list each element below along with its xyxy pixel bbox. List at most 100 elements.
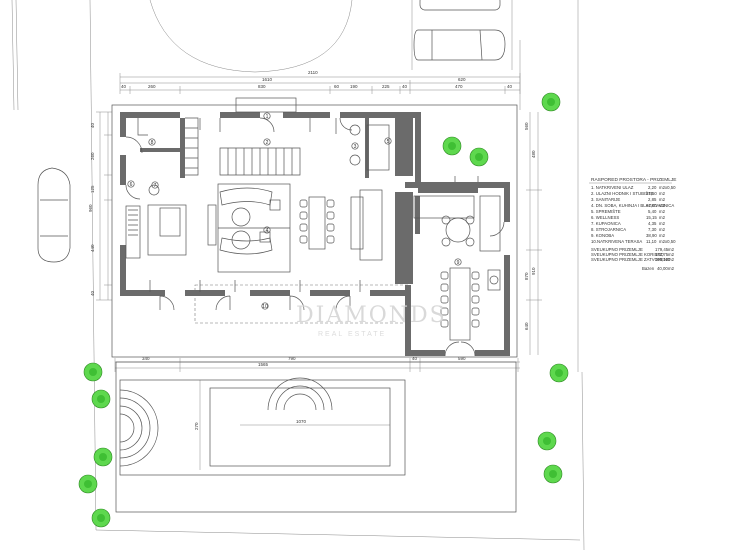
dim-bottom-row: 40 [412, 356, 418, 361]
walls [120, 112, 510, 356]
legend-total-value: 179,45 [655, 247, 669, 252]
tree-icon [543, 464, 563, 484]
dim-left: 125 [90, 185, 95, 193]
dimension-labels: 2110 1610 620 40 260 830 190 225 40 470 … [88, 70, 536, 430]
legend-room-label: 7. KUPAONICA [591, 221, 621, 226]
legend-room-unit: m2 [659, 215, 666, 220]
legend-room-unit: m2 [659, 239, 666, 244]
legend-room-label: 8. STROJARNICA [591, 227, 626, 232]
dim-top-mid: 1610 [262, 77, 273, 82]
dim-top-right: 620 [458, 77, 466, 82]
dim-top-row: 260 [148, 84, 156, 89]
legend-room-value: 38,90 [646, 233, 657, 238]
watermark-subtitle: REAL ESTATE [318, 331, 386, 338]
car-left [37, 167, 71, 263]
tree-icon [93, 447, 113, 467]
lot-line [115, 361, 517, 513]
legend-room-value: 5,40 [648, 209, 657, 214]
dim-right: 560 [524, 122, 529, 130]
dimension-lines [96, 73, 542, 470]
legend-room-unit: m2 [659, 197, 666, 202]
legend-room-unit: m2 [659, 203, 666, 208]
dim-bottom-row: 590 [458, 356, 466, 361]
tree-icon [83, 362, 103, 382]
legend-room-unit: m2 [659, 227, 666, 232]
dim-pool-width: 1070 [296, 419, 307, 424]
door-swings [125, 117, 505, 357]
outer-wall-outline [111, 104, 518, 358]
legend-title: RASPORED PROSTORA - PRIZEMLJE [591, 177, 676, 183]
legend-room-value: 24,50 [646, 191, 657, 196]
legend-room-value: 11,10 [646, 239, 657, 244]
car-top-right-1 [419, 0, 501, 11]
dim-left: 40 [90, 290, 95, 296]
tree-icon [78, 474, 98, 494]
dim-bottom-row: 790 [288, 356, 296, 361]
legend-total-unit: m2 [668, 257, 675, 262]
legend-room-unit: m2 [659, 191, 666, 196]
room-markers: 1 2 3 4 5 6 7 8 9 10 [127, 112, 462, 310]
legend-room-value: 2,85 [648, 197, 657, 202]
tree-icon [469, 147, 489, 167]
dim-top-row: 40 [507, 84, 513, 89]
room-number: 2 [266, 140, 269, 146]
pool-inner [209, 387, 391, 467]
terrace-outline [194, 284, 411, 324]
tree-icon [442, 136, 462, 156]
dim-top-row: 40 [402, 84, 408, 89]
room-number: 5 [387, 139, 390, 145]
room-number: 7 [154, 183, 157, 189]
legend-total-label: SVEUKUPNO PRIZEMLJE KORISNO [591, 252, 664, 257]
legend-room-value: 67,80 [646, 203, 657, 208]
dim-top-total: 2110 [308, 70, 318, 75]
legend-room-unit: m2 [659, 221, 666, 226]
dim-top-window: 60 [334, 84, 340, 89]
car-top-right-2 [413, 29, 506, 61]
chairs [299, 199, 480, 328]
site-context [11, 0, 585, 550]
legend-room-note: x0,50 [665, 239, 676, 244]
dim-left: 440 [90, 244, 95, 252]
legend-room-label: 6. WELLNESS [591, 215, 619, 220]
dim-right: 910 [531, 267, 536, 275]
dim-top-row: 830 [258, 84, 266, 89]
legend-total-label: SVEUKUPNO PRIZEMLJE [591, 247, 643, 252]
dim-right: 480 [531, 150, 536, 158]
tree-icon [91, 508, 111, 528]
legend-room-note: x0,50 [665, 185, 676, 190]
tree-icon [537, 431, 557, 451]
room-number: 1 [266, 114, 269, 120]
watermark-logo: DIAMONDS [296, 303, 447, 328]
tree-icon [549, 363, 569, 383]
legend-total-value: 166,10 [655, 257, 669, 262]
legend-total-unit: m2 [668, 252, 675, 257]
legend-room-unit: m2 [659, 233, 666, 238]
dim-top-row: 225 [382, 84, 390, 89]
legend-room-label: 2. ULAZNI HODNIK I STUBIŠTE [591, 191, 654, 196]
room-number: 6 [130, 182, 133, 188]
dim-top-row: 190 [350, 84, 358, 89]
dim-right: 640 [524, 322, 529, 330]
dim-bottom-total: 1565 [258, 362, 269, 367]
legend-room-value: 2,20 [648, 185, 657, 190]
legend-room-unit: m2 [659, 185, 666, 190]
pool [119, 379, 406, 476]
dim-top-row: 470 [455, 84, 463, 89]
legend-room-label: 1. NATKRIVENI ULAZ [591, 185, 634, 190]
dim-bottom-row: 340 [142, 356, 150, 361]
room-number: 8 [151, 140, 154, 146]
garden-steps [119, 389, 159, 467]
legend-room-label: 3. SANITARIJE [591, 197, 620, 202]
legend-total-value: 172,75 [655, 252, 669, 257]
room-number: 9 [457, 260, 460, 266]
legend-room-label: 4. DN. SOBA, KUHINJA I BLAGOVAONICA [591, 203, 674, 208]
room-legend: RASPORED PROSTORA - PRIZEMLJE 1. NATKRIV… [589, 177, 676, 271]
legend-pool-label: Bazen [642, 266, 655, 271]
dim-left: 260 [90, 152, 95, 160]
legend-total-label: SVEUKUPNO PRIZEMLJE ZATVORENO [591, 257, 671, 262]
legend-room-value: 15,15 [646, 215, 657, 220]
room-number: 4 [266, 228, 269, 234]
legend-pool-unit: m2 [668, 266, 675, 271]
pool-steps [267, 377, 333, 411]
